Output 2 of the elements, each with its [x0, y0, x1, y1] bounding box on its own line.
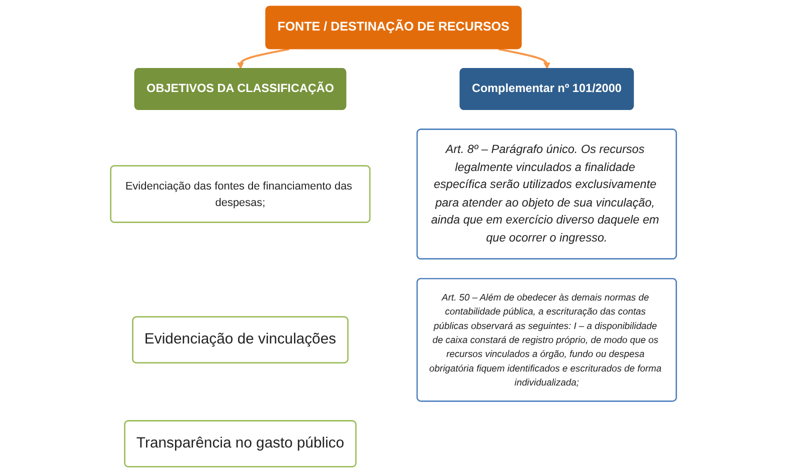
arrow	[498, 48, 550, 70]
arrow	[236, 48, 290, 70]
